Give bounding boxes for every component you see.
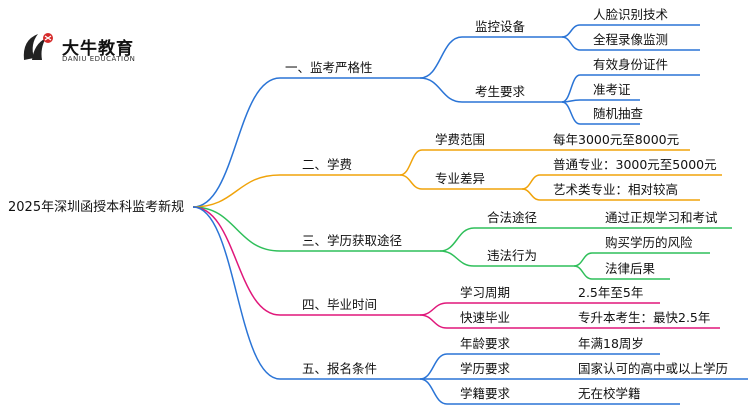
b1-leaf-admission-ticket: 准考证: [593, 82, 631, 97]
b5-enrollment-requirement: 学籍要求: [460, 386, 511, 401]
branch-2-sub-2-leaf-2-connector: [521, 188, 541, 201]
branch-3-sub-2-leaf-1-connector: [573, 252, 593, 267]
b3-legal-path: 合法途径: [487, 210, 538, 225]
brand-logo: 大牛教育 DANIU EDUCATION: [20, 30, 170, 70]
b5-leaf-education: 国家认可的高中或以上学历: [578, 361, 729, 376]
ox-mascot-logo-icon: [23, 33, 53, 60]
branch-3-label: 三、学历获取途径: [302, 233, 403, 248]
b1-leaf-face-recognition: 人脸识别技术: [593, 7, 669, 22]
branch-2-sub-1-connector: [399, 149, 423, 176]
branch-1-sub-2-leaf-3-connector: [561, 101, 581, 125]
b5-age-requirement: 年龄要求: [460, 336, 511, 351]
branch-4-sub-1-connector: [419, 302, 448, 316]
brand-name-en: DANIU EDUCATION: [62, 55, 136, 63]
b2-tuition-range: 学费范围: [435, 132, 486, 147]
b1-leaf-random-check: 随机抽查: [593, 106, 644, 121]
b1-leaf-id-card: 有效身份证件: [593, 57, 669, 72]
branch-2-connector: [192, 174, 281, 208]
b1-leaf-full-recording: 全程录像监测: [593, 32, 669, 47]
branch-1-sub-2-connector: [419, 77, 463, 103]
branch-2-label: 二、学费: [302, 157, 353, 172]
branch-3-sub-1-connector: [439, 227, 475, 252]
b4-study-period: 学习周期: [460, 285, 511, 300]
b2-major-difference: 专业差异: [435, 171, 486, 186]
b5-leaf-enrollment: 无在校学籍: [578, 386, 641, 401]
b3-illegal-behavior: 违法行为: [487, 248, 538, 263]
branch-2-sub-2-leaf-1-connector: [521, 174, 541, 190]
branch-1-sub-1-leaf-2-connector: [561, 36, 581, 51]
brand-name: 大牛教育: [62, 39, 134, 59]
root-topic: 2025年深圳函授本科监考新规: [8, 200, 185, 215]
b4-leaf-fastest: 专升本考生：最快2.5年: [578, 310, 711, 325]
b1-monitor-devices: 监控设备: [475, 19, 526, 34]
branch-1-connector: [192, 77, 281, 208]
branch-5-sub-1-connector: [419, 353, 448, 380]
b3-leaf-formal-study: 通过正规学习和考试: [605, 210, 718, 225]
branch-3-connector: [192, 206, 281, 252]
branch-5-label: 五、报名条件: [302, 361, 378, 376]
branch-3-sub-2-connector: [439, 250, 475, 267]
b5-education-requirement: 学历要求: [460, 361, 511, 376]
branch-4-connector: [192, 206, 281, 316]
branch-1-sub-1-leaf-1-connector: [561, 24, 581, 38]
b2-leaf-regular-major: 普通专业：3000元至5000元: [553, 157, 717, 172]
branch-4-sub-2-connector: [419, 314, 448, 329]
branch-4-label: 四、毕业时间: [302, 297, 378, 312]
branch-1-sub-1-connector: [419, 36, 463, 79]
b5-leaf-age: 年满18周岁: [578, 336, 644, 351]
branch-3-sub-2-leaf-2-connector: [573, 265, 593, 280]
b3-leaf-buying-degree-risk: 购买学历的风险: [605, 235, 693, 250]
branch-5-sub-3-connector: [419, 378, 448, 405]
b2-leaf-art-major: 艺术类专业：相对较高: [553, 182, 679, 197]
b4-fast-graduation: 快速毕业: [460, 310, 511, 325]
b4-leaf-period-range: 2.5年至5年: [578, 285, 644, 300]
branch-2-sub-2-connector: [399, 174, 423, 190]
branch-1-label: 一、监考严格性: [285, 60, 373, 75]
b2-leaf-tuition-per-year: 每年3000元至8000元: [553, 132, 680, 147]
branch-1-sub-2-leaf-1-connector: [561, 74, 581, 103]
branch-5-connector: [192, 206, 281, 380]
b1-examinee-requirements: 考生要求: [475, 84, 526, 99]
b3-leaf-legal-consequences: 法律后果: [605, 261, 656, 276]
